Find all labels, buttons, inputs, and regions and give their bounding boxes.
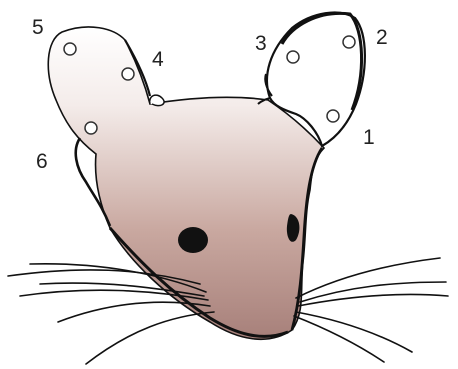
point-label-4: 4 [152, 48, 164, 71]
point-marker-1 [327, 110, 339, 122]
point-marker-2 [343, 36, 355, 48]
point-marker-4 [122, 68, 134, 80]
point-label-5: 5 [32, 16, 44, 39]
whisker-right-1 [296, 258, 440, 298]
whisker-right-5 [300, 282, 446, 302]
point-marker-3 [287, 51, 299, 63]
point-label-3: 3 [255, 32, 267, 55]
point-marker-5 [64, 43, 76, 55]
point-label-2: 2 [376, 26, 388, 49]
whisker-left-5 [86, 312, 214, 364]
left-eye [178, 227, 208, 253]
point-label-6: 6 [36, 150, 48, 173]
point-marker-6 [85, 122, 97, 134]
point-label-1: 1 [363, 126, 375, 149]
whisker-right-4 [294, 316, 384, 362]
whisker-right-3 [296, 312, 412, 352]
